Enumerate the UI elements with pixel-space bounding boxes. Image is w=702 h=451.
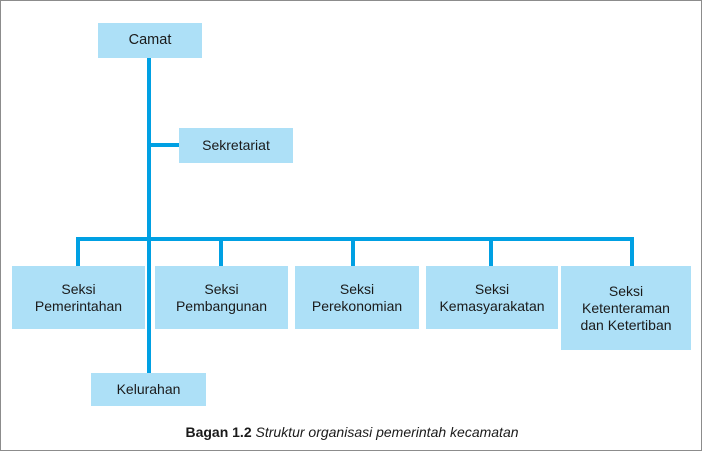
node-camat[interactable]: Camat <box>98 23 202 58</box>
node-seksi-pemerintahan[interactable]: Seksi Pemerintahan <box>12 266 145 329</box>
node-sekretariat[interactable]: Sekretariat <box>179 128 293 163</box>
node-seksi-perekonomian[interactable]: Seksi Perekonomian <box>295 266 419 329</box>
node-seksi-kemasyarakatan[interactable]: Seksi Kemasyarakatan <box>426 266 558 329</box>
page-top-text-sliver: · <box>1 1 701 4</box>
connector-trunk-camat <box>147 58 151 240</box>
connector-drop-ketenteraman <box>630 237 634 267</box>
connector-stub-sekretariat <box>147 143 180 147</box>
node-seksi-pembangunan[interactable]: Seksi Pembangunan <box>155 266 288 329</box>
figure-caption: Bagan 1.2 Struktur organisasi pemerintah… <box>1 424 701 440</box>
connector-trunk-to-kelurahan <box>147 238 151 374</box>
figure-caption-text: Struktur organisasi pemerintah kecamatan <box>255 424 519 440</box>
connector-drop-perekonomian <box>351 237 355 267</box>
connector-drop-pembangunan <box>219 237 223 267</box>
connector-drop-kemasyarakatan <box>489 237 493 267</box>
figure-caption-label: Bagan 1.2 <box>185 424 252 440</box>
node-seksi-ketenteraman-dan-ketertiban[interactable]: Seksi Ketenteraman dan Ketertiban <box>561 266 691 350</box>
node-kelurahan[interactable]: Kelurahan <box>91 373 206 406</box>
connector-branch-bar <box>76 237 634 241</box>
connector-drop-pemerintahan <box>76 237 80 267</box>
